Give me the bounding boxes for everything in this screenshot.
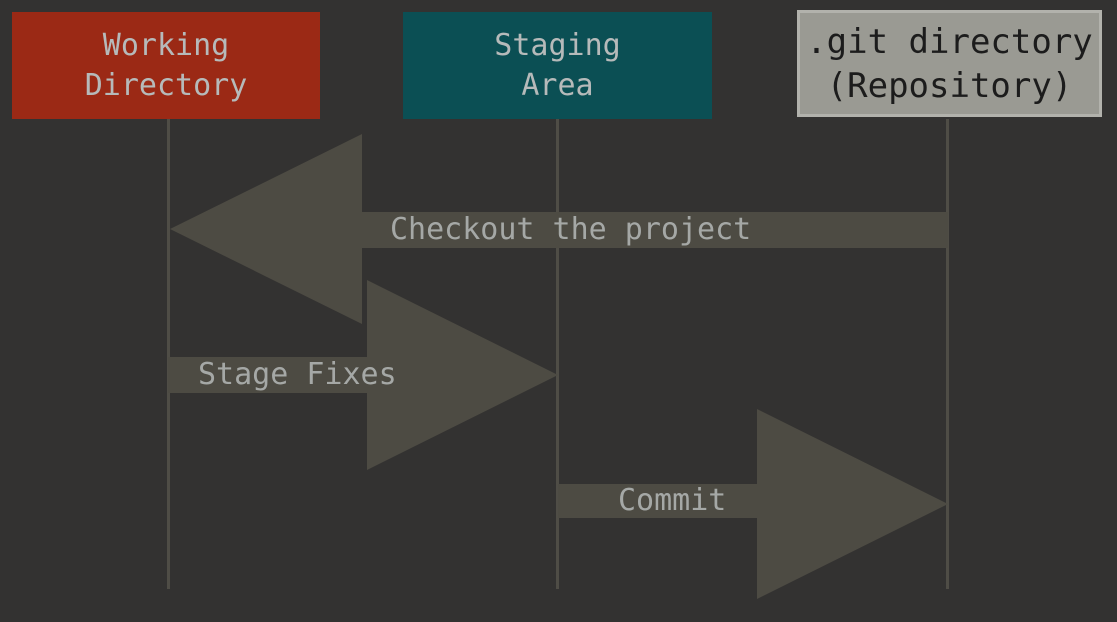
checkout-arrow-left-head-icon xyxy=(170,134,362,324)
checkout-arrow-label: Checkout the project xyxy=(390,212,752,247)
stage-fixes-arrow-shaft: Stage Fixes xyxy=(168,357,397,393)
checkout-arrow-shaft: Checkout the project xyxy=(362,212,948,248)
git-directory-box: .git directory (Repository) xyxy=(797,10,1102,117)
git-directory-label-line2: (Repository) xyxy=(826,65,1073,106)
working-directory-label-line2: Directory xyxy=(84,67,248,103)
working-directory-lifeline xyxy=(167,119,170,589)
staging-area-box: Staging Area xyxy=(403,12,712,119)
git-directory-label-line1: .git directory xyxy=(806,21,1093,62)
commit-arrow-label: Commit xyxy=(618,483,727,518)
working-directory-label-line1: Working xyxy=(102,27,230,63)
staging-area-label-line2: Area xyxy=(521,67,594,103)
commit-arrow-shaft: Commit xyxy=(558,484,757,518)
stage-fixes-arrow-label: Stage Fixes xyxy=(198,357,397,392)
staging-area-label-line1: Staging xyxy=(494,27,621,63)
stage-fixes-arrow-right-head-icon xyxy=(367,280,558,470)
git-directory-lifeline xyxy=(946,119,949,589)
commit-arrow-right-head-icon xyxy=(757,409,948,599)
working-directory-box: Working Directory xyxy=(12,12,320,119)
